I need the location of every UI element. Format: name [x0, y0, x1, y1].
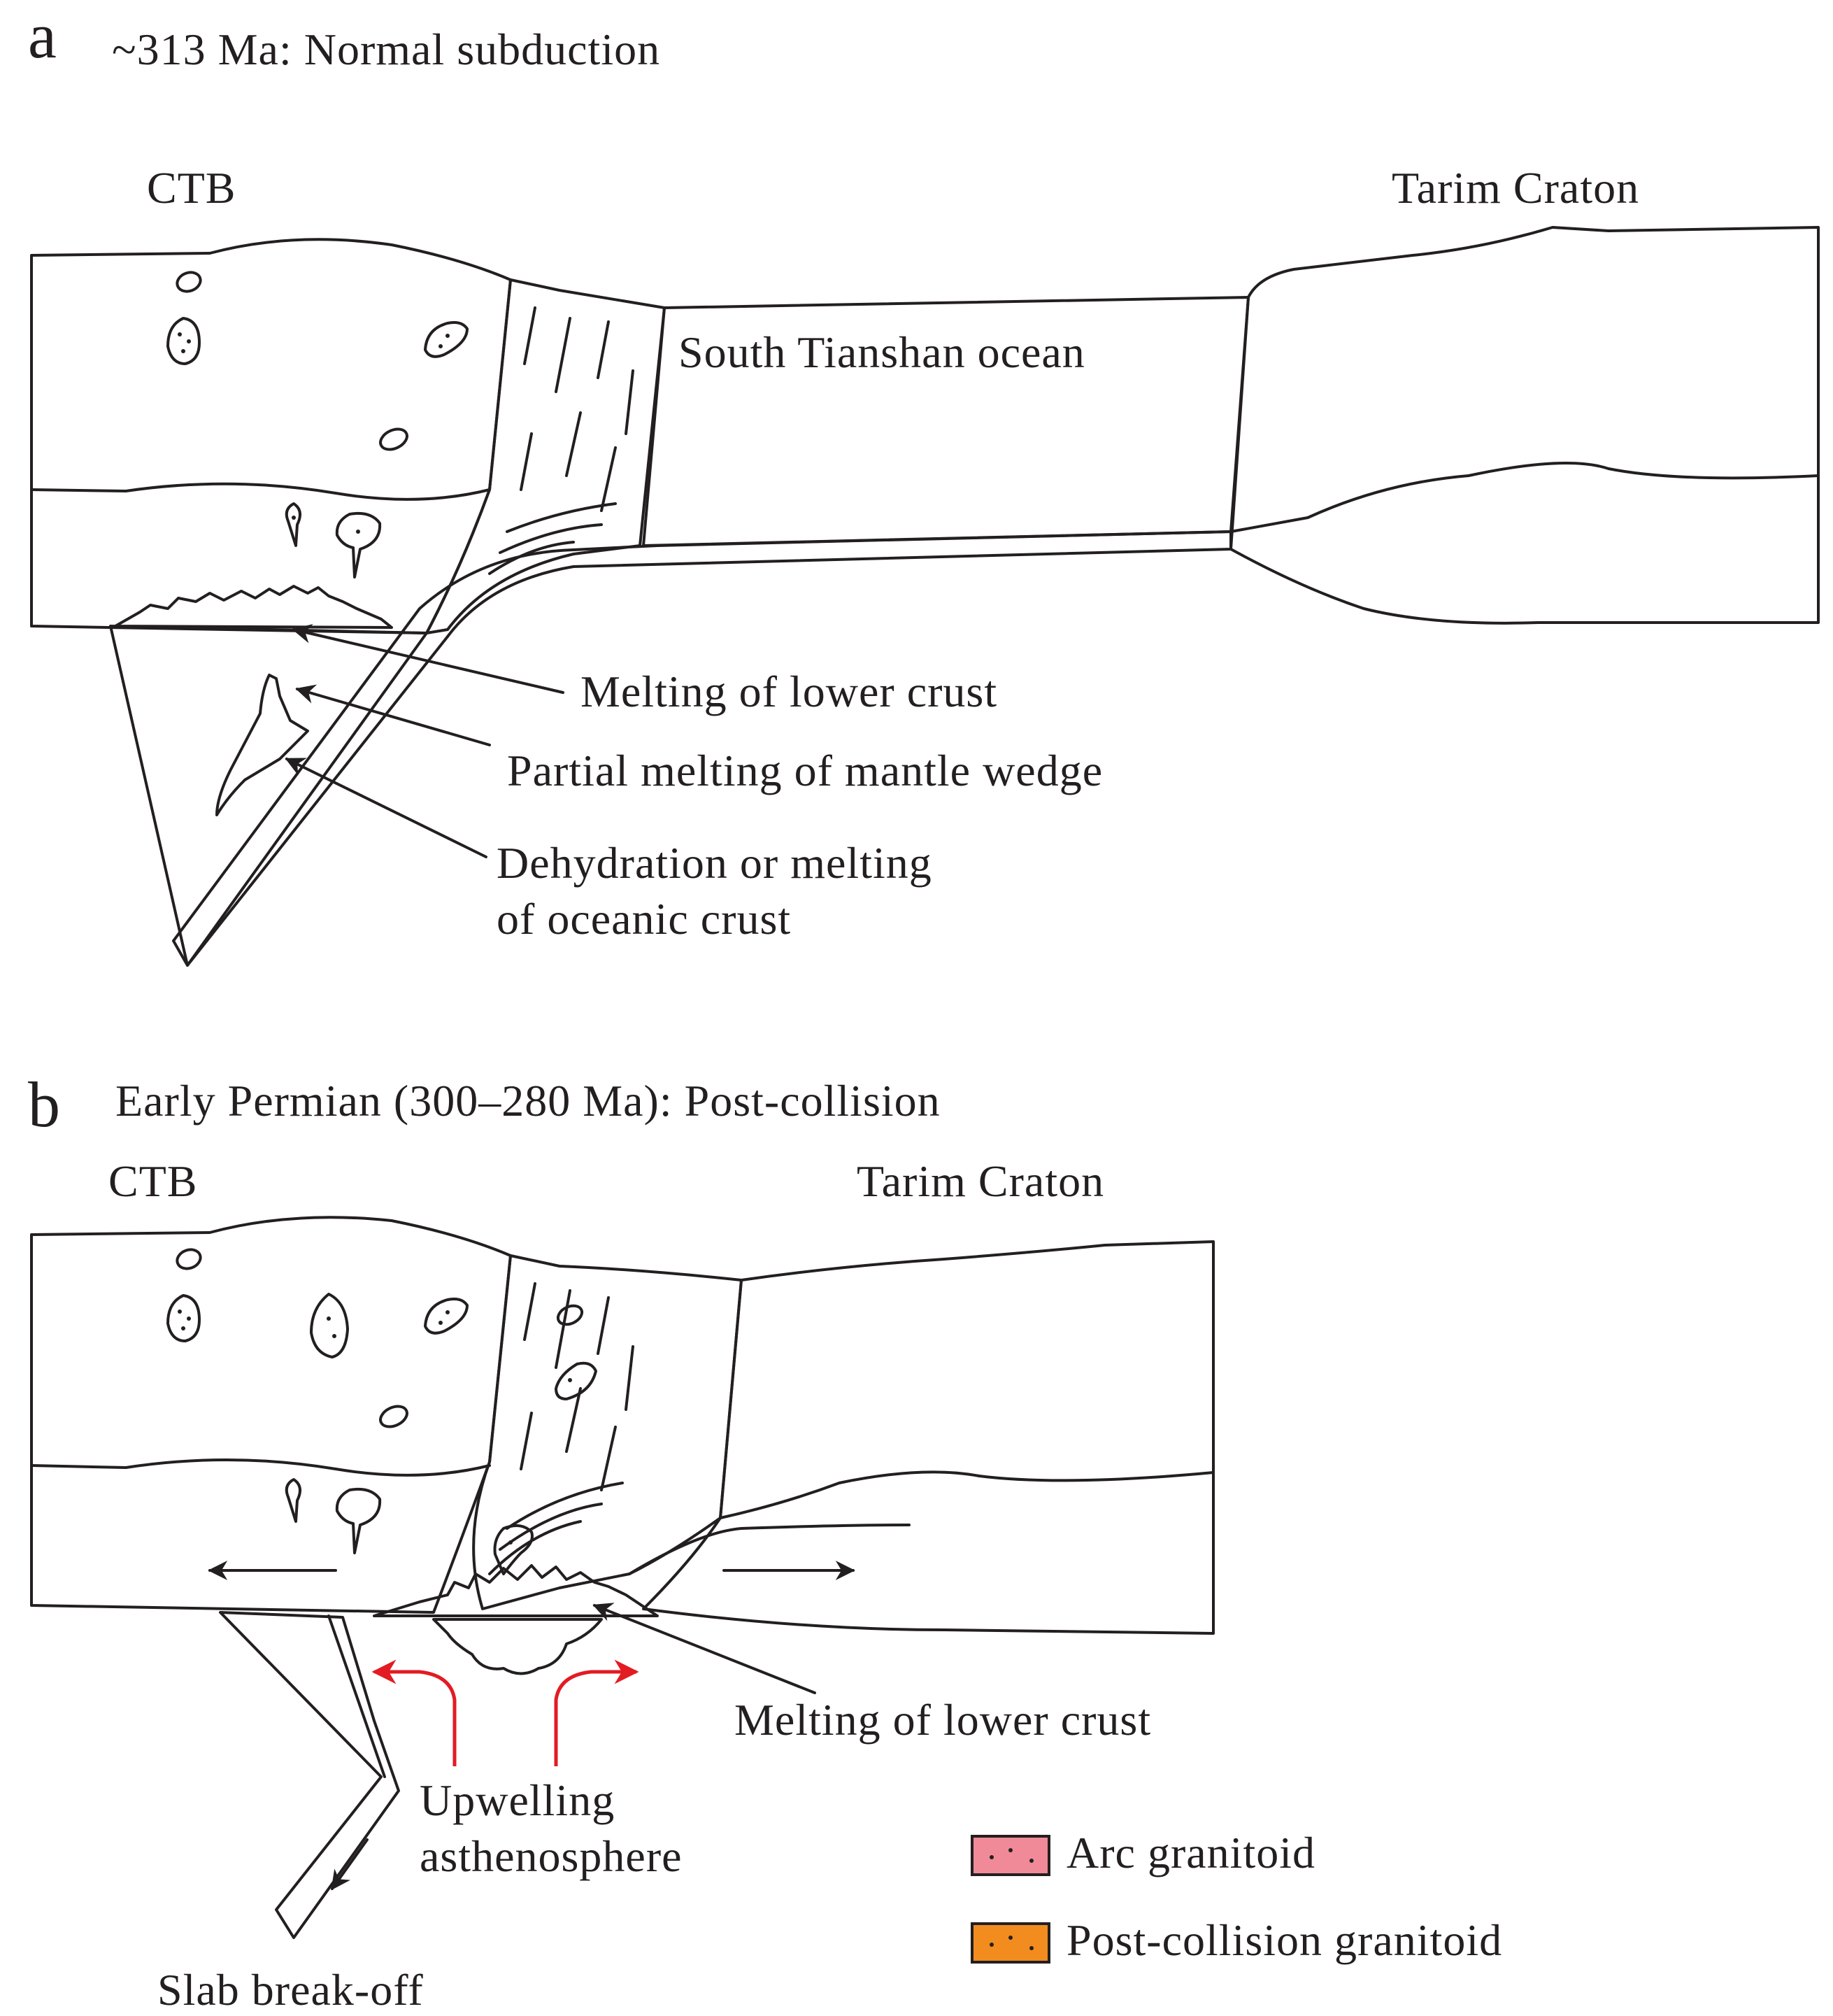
panel-b-upwelling-label-2: asthenosphere	[420, 1831, 683, 1881]
panel-b-tarim-label: Tarim Craton	[857, 1156, 1104, 1206]
legend-swatch-arc-granitoid	[971, 1835, 1050, 1876]
arc-granitoid	[424, 1298, 469, 1335]
panel-a-oceanic-crust-leader	[285, 758, 487, 858]
panel-a-mantle-wedge-label: Partial melting of mantle wedge	[507, 746, 1103, 795]
arc-granitoid	[379, 427, 408, 451]
panel-b-lower-crust-label: Melting of lower crust	[734, 1695, 1151, 1745]
legend: Arc granitoid Post-collision granitoid	[971, 1828, 1502, 1965]
panel-b-tarim-lower-line	[628, 1524, 911, 1575]
legend-item-arc-granitoid: Arc granitoid	[971, 1828, 1315, 1877]
panel-b-title: Early Permian (300–280 Ma): Post-collisi…	[115, 1076, 941, 1126]
arc-granitoid	[335, 511, 382, 578]
panel-b-lower-crust-melt	[373, 1564, 659, 1617]
panel-b-ctb-crust	[30, 1216, 512, 1614]
panel-b-slab-edge	[327, 1614, 386, 1778]
panel-b-ctb-label: CTB	[108, 1156, 197, 1206]
post-collision-granitoid	[556, 1304, 584, 1326]
arc-granitoid	[285, 1478, 301, 1523]
arc-granitoid	[335, 1487, 382, 1554]
panel-a-ctb-label: CTB	[147, 163, 236, 213]
panel-b-upwelling-arrow-left	[371, 1659, 457, 1766]
panel-a-ocean-label: South Tianshan ocean	[678, 327, 1085, 377]
panel-a-arc-granitoids	[166, 271, 469, 578]
panel-b-tarim-moho-line	[719, 1470, 1215, 1519]
panel-a-letter: a	[28, 0, 57, 71]
panel-b-wedge-foliation	[488, 1282, 634, 1575]
panel-a-mantle-wedge-melt	[215, 674, 309, 816]
panel-a: a ~313 Ma: Normal subduction CTB Tarim C…	[28, 0, 1820, 967]
panel-a-oceanic-crust-label-2: of oceanic crust	[497, 894, 791, 944]
panel-b-letter: b	[28, 1069, 60, 1140]
post-collision-granitoid	[555, 1361, 597, 1400]
arc-granitoid	[166, 317, 201, 365]
arc-granitoid	[176, 271, 202, 293]
panel-a-ctb-moho-line	[30, 482, 491, 501]
panel-a-mantle-wedge-leader	[295, 684, 491, 746]
post-collision-granitoid	[310, 1293, 349, 1358]
panel-b-upwelling-arrow-right	[554, 1659, 639, 1766]
panel-a-lower-crust-label: Melting of lower crust	[580, 667, 997, 716]
panel-a-oceanic-crust-label-1: Dehydration or melting	[497, 838, 932, 888]
panel-b-slab-breakoff-label: Slab break-off	[157, 1965, 424, 2013]
panel-b-upwelling-label-1: Upwelling	[420, 1775, 615, 1825]
panel-b-green-melt	[432, 1618, 603, 1675]
legend-label-arc-granitoid: Arc granitoid	[1067, 1828, 1315, 1877]
panel-b-tarim-crust	[642, 1240, 1215, 1635]
arc-granitoid	[176, 1248, 202, 1270]
panel-a-tarim-crust	[1229, 226, 1820, 625]
granitoid-crosses	[178, 332, 450, 534]
arc-granitoid	[285, 502, 301, 547]
post-collision-granitoid	[493, 1524, 534, 1575]
panel-a-lower-crust-melt	[114, 585, 393, 629]
panel-a-accretion-wedge	[425, 278, 666, 634]
arc-granitoid	[424, 321, 469, 358]
panel-b-broken-slab	[219, 1611, 400, 1939]
panel-a-tarim-label: Tarim Craton	[1392, 163, 1639, 213]
panel-b: b Early Permian (300–280 Ma): Post-colli…	[28, 1069, 1215, 2015]
panel-a-title: ~313 Ma: Normal subduction	[112, 24, 660, 74]
panel-a-lower-crust-leader	[292, 624, 564, 694]
legend-swatch-post-collision-granitoid	[971, 1922, 1050, 1964]
arc-granitoid	[379, 1405, 408, 1428]
panel-b-lower-crust-leader	[592, 1603, 816, 1694]
panel-b-slab-sinking-arrow	[331, 1838, 369, 1891]
arc-granitoid	[166, 1294, 201, 1342]
legend-item-post-collision-granitoid: Post-collision granitoid	[971, 1915, 1502, 1965]
panel-a-tarim-moho-line	[1229, 462, 1820, 533]
granitoid-crosses	[178, 1309, 572, 1545]
panel-b-ctb-moho-line	[30, 1458, 491, 1477]
panel-a-wedge-foliation	[488, 306, 634, 575]
legend-label-post-collision-granitoid: Post-collision granitoid	[1067, 1915, 1502, 1965]
panel-a-ctb-crust	[30, 238, 512, 634]
panel-b-granitoids	[166, 1248, 597, 1575]
